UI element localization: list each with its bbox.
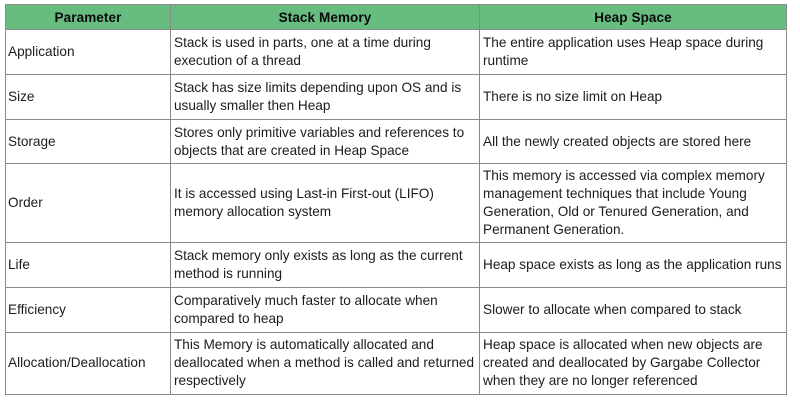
table-row: Order It is accessed using Last-in First… [5,163,787,243]
cell-heap-space: Slower to allocate when compared to stac… [479,286,787,333]
cell-stack-memory: Comparatively much faster to allocate wh… [170,286,480,333]
cell-stack-memory: Stack is used in parts, one at a time du… [170,29,480,75]
cell-heap-space: All the newly created objects are stored… [479,119,787,164]
table-body: Application Stack is used in parts, one … [5,29,787,395]
cell-stack-memory: It is accessed using Last-in First-out (… [170,163,480,243]
table-row: Storage Stores only primitive variables … [5,119,787,164]
stack-vs-heap-comparison-table: Parameter Stack Memory Heap Space Applic… [5,4,787,395]
cell-heap-space: Heap space exists as long as the applica… [479,241,787,288]
cell-stack-memory: Stack memory only exists as long as the … [170,241,480,288]
column-header-parameter: Parameter [5,4,171,30]
cell-parameter: Life [5,241,171,288]
table-row: Life Stack memory only exists as long as… [5,241,787,288]
table-header-row: Parameter Stack Memory Heap Space [5,4,787,30]
table-row: Efficiency Comparatively much faster to … [5,286,787,333]
cell-stack-memory: Stack has size limits depending upon OS … [170,74,480,120]
column-header-heap-space: Heap Space [479,4,787,30]
cell-heap-space: The entire application uses Heap space d… [479,29,787,75]
cell-stack-memory: This Memory is automatically allocated a… [170,331,480,395]
cell-parameter: Allocation/Deallocation [5,331,171,395]
cell-heap-space: There is no size limit on Heap [479,74,787,120]
cell-heap-space: Heap space is allocated when new objects… [479,331,787,395]
table-row: Size Stack has size limits depending upo… [5,74,787,120]
column-header-stack-memory: Stack Memory [170,4,480,30]
cell-heap-space: This memory is accessed via complex memo… [479,163,787,243]
cell-parameter: Storage [5,119,171,164]
table-row: Allocation/Deallocation This Memory is a… [5,331,787,395]
table-row: Application Stack is used in parts, one … [5,29,787,75]
cell-parameter: Order [5,163,171,243]
table-header: Parameter Stack Memory Heap Space [5,4,787,30]
cell-stack-memory: Stores only primitive variables and refe… [170,119,480,164]
cell-parameter: Efficiency [5,286,171,333]
cell-parameter: Application [5,29,171,75]
cell-parameter: Size [5,74,171,120]
